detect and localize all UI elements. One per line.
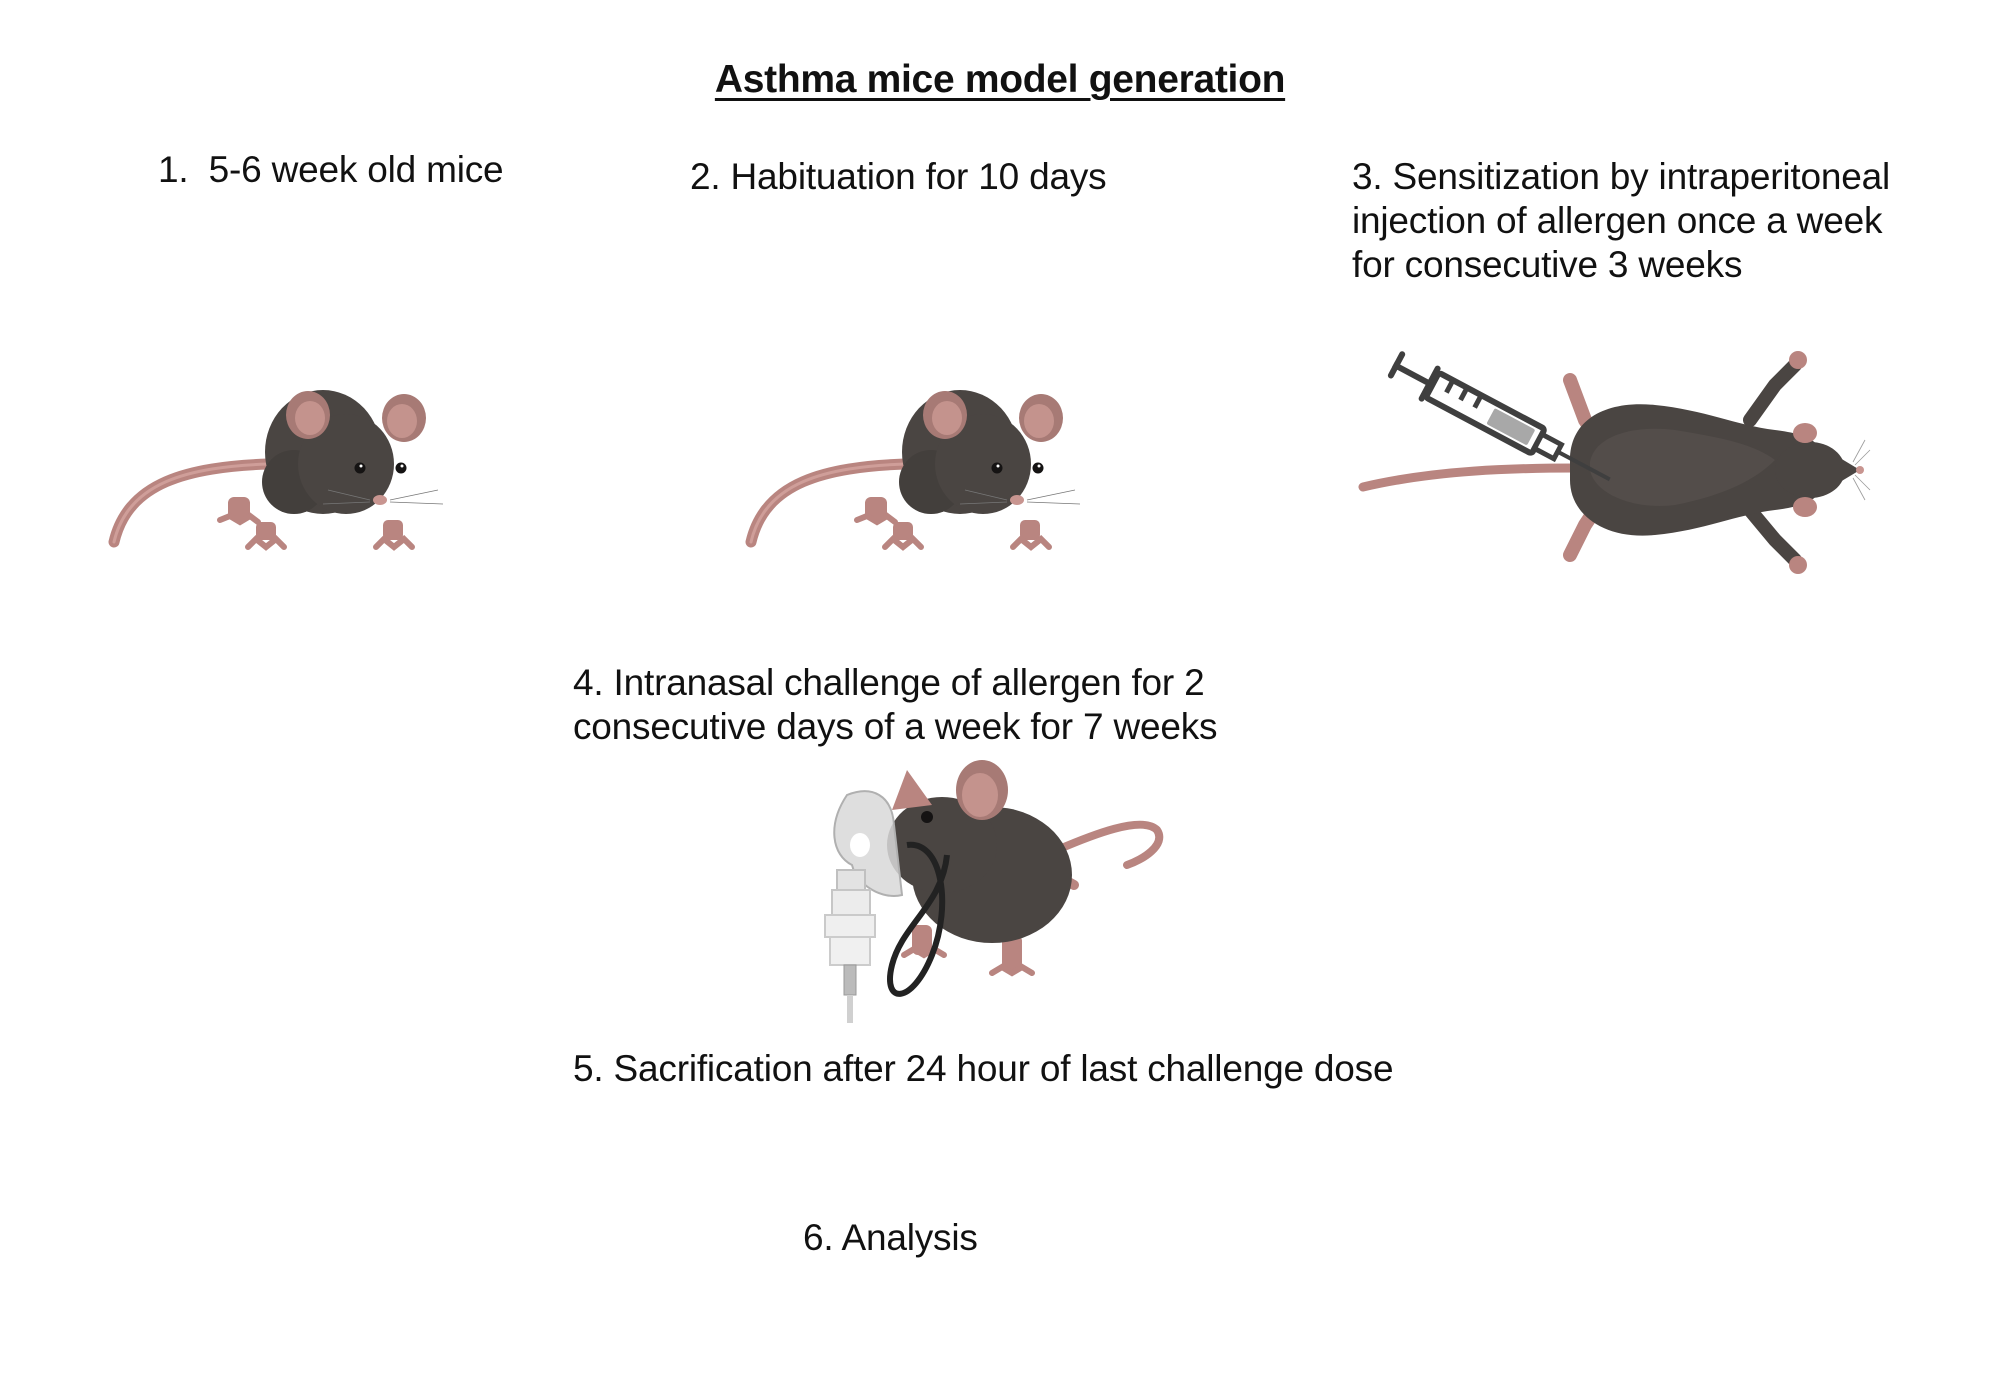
- step-4-line-1: 4. Intranasal challenge of allergen for …: [573, 662, 1205, 703]
- mouse-syringe-injection-icon: [1355, 330, 1885, 580]
- step-1-label: 1. 5-6 week old mice: [158, 149, 504, 190]
- mouse-sitting-icon: [745, 372, 1095, 562]
- step-2-label: 2. Habituation for 10 days: [690, 156, 1107, 197]
- diagram-title: Asthma mice model generation: [714, 58, 1286, 101]
- step-3-line-1: 3. Sensitization by intraperitoneal: [1352, 156, 1891, 197]
- step-5-label: 5. Sacrification after 24 hour of last c…: [573, 1048, 1394, 1089]
- mouse-nebulizer-mask-icon: [812, 755, 1172, 1025]
- step-3-label: 3. Sensitization by intraperitoneal inje…: [1352, 155, 1890, 287]
- step-4-label: 4. Intranasal challenge of allergen for …: [573, 661, 1218, 749]
- mouse-sitting-icon: [108, 372, 458, 562]
- step-3-line-3: for consecutive 3 weeks: [1352, 244, 1743, 285]
- step-3-line-2: injection of allergen once a week: [1352, 200, 1883, 241]
- step-6-label: 6. Analysis: [803, 1217, 978, 1258]
- step-4-line-2: consecutive days of a week for 7 weeks: [573, 706, 1218, 747]
